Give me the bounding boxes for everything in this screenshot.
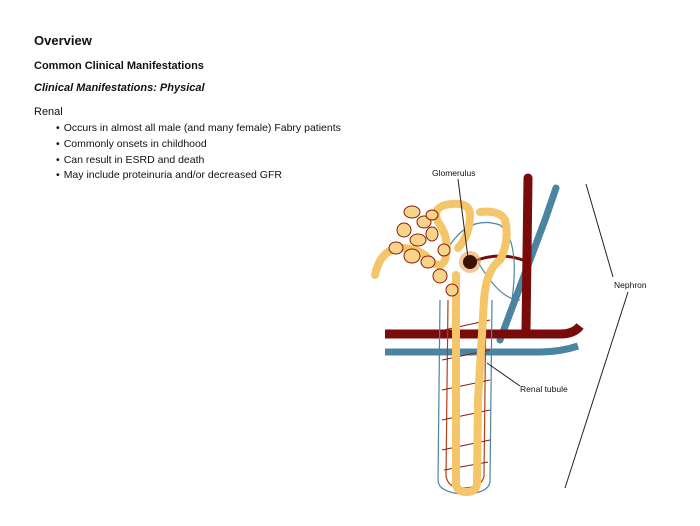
topic-heading: Renal [34, 106, 63, 118]
section-heading: Clinical Manifestations: Physical [34, 82, 205, 94]
diagram-annotations [457, 178, 629, 489]
bullet-item: Can result in ESRD and death [56, 153, 341, 169]
slide-subtitle: Common Clinical Manifestations [34, 60, 204, 72]
bullet-list: Occurs in almost all male (and many fema… [56, 121, 341, 184]
slide-title: Overview [34, 33, 92, 48]
convoluted-tubule [388, 205, 459, 297]
glomerulus-label: Glomerulus [432, 168, 475, 178]
bullet-item: May include proteinuria and/or decreased… [56, 168, 341, 184]
glomerulus [459, 251, 481, 273]
renal-tubule-label: Renal tubule [520, 384, 568, 394]
nephron-diagram: Glomerulus Renal tubule Nephron [371, 168, 647, 497]
bullet-item: Occurs in almost all male (and many fema… [56, 121, 341, 137]
nephron-label: Nephron [614, 280, 647, 290]
bullet-item: Commonly onsets in childhood [56, 137, 341, 153]
